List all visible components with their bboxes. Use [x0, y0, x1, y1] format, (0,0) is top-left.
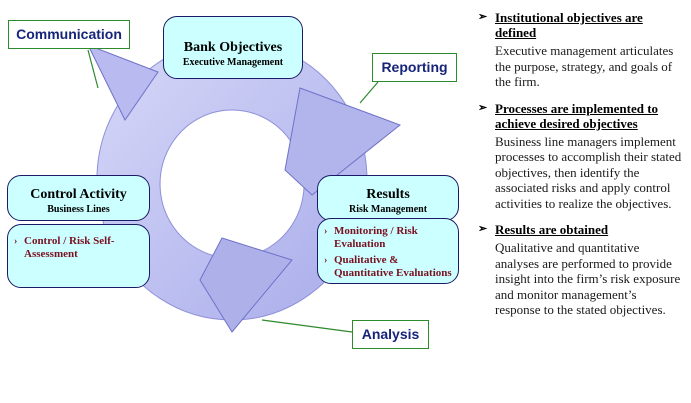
analysis-connector: [261, 319, 353, 333]
results-item-text: Monitoring / Risk Evaluation: [334, 225, 418, 250]
reporting-connector: [359, 81, 379, 104]
panel-section: ➢ Processes are implemented to achieve de…: [478, 101, 684, 212]
bank-objectives-subtitle: Executive Management: [182, 57, 284, 68]
bank-objectives-box: Bank Objectives Executive Management: [163, 16, 303, 79]
results-item: › Qualitative & Quantitative Evaluations: [324, 254, 454, 280]
results-item: › Monitoring / Risk Evaluation: [324, 225, 454, 251]
section-heading: ➢ Institutional objectives are defined: [478, 10, 684, 40]
chevron-right-icon: ›: [14, 236, 18, 247]
panel-section: ➢ Results are obtained Qualitative and qu…: [478, 222, 684, 318]
section-heading-text: Processes are implemented to achieve des…: [495, 100, 659, 131]
chevron-right-icon: ›: [324, 226, 328, 237]
arrow-bullet-icon: ➢: [478, 223, 488, 235]
results-list: › Monitoring / Risk Evaluation › Qualitati…: [317, 218, 459, 284]
top-left-arrowhead: [86, 44, 159, 121]
control-activity-subtitle: Business Lines: [47, 204, 110, 215]
chevron-right-icon: ›: [324, 255, 328, 266]
section-heading: ➢ Results are obtained: [478, 222, 684, 237]
section-heading: ➢ Processes are implemented to achieve de…: [478, 101, 684, 131]
explanation-panel: ➢ Institutional objectives are defined Ex…: [478, 10, 684, 329]
control-activity-title: Control Activity: [30, 187, 127, 202]
section-heading-text: Institutional objectives are defined: [495, 10, 643, 40]
control-activity-item-text: Control / Risk Self-Assessment: [24, 235, 115, 260]
control-activity-list: › Control / Risk Self-Assessment: [7, 224, 150, 288]
section-body: Executive management articulates the pur…: [495, 43, 674, 89]
results-item-text: Qualitative & Quantitative Evaluations: [334, 254, 452, 279]
results-box: Results Risk Management: [317, 175, 459, 221]
top-right-arrowhead: [284, 87, 402, 196]
section-body: Qualitative and quantitative analyses ar…: [495, 240, 681, 317]
arrow-bullet-icon: ➢: [478, 101, 488, 114]
arrow-bullet-icon: ➢: [478, 11, 488, 23]
results-subtitle: Risk Management: [348, 204, 428, 215]
section-heading-text: Results are obtained: [495, 222, 609, 237]
results-title: Results: [366, 187, 410, 202]
control-activity-item: › Control / Risk Self-Assessment: [14, 235, 145, 261]
risk-cycle-diagram: Bank Objectives Executive Management Con…: [7, 16, 459, 349]
section-body: Business line managers implement process…: [495, 133, 682, 211]
bank-objectives-title: Bank Objectives: [183, 40, 283, 55]
bottom-arrowhead: [199, 237, 293, 333]
communication-connector: [87, 49, 99, 89]
reporting-tag: Reporting: [372, 53, 457, 82]
analysis-tag: Analysis: [352, 320, 429, 349]
control-activity-box: Control Activity Business Lines: [7, 175, 150, 221]
cycle-ring: [86, 39, 402, 333]
panel-section: ➢ Institutional objectives are defined Ex…: [478, 10, 684, 90]
communication-tag: Communication: [8, 20, 130, 49]
